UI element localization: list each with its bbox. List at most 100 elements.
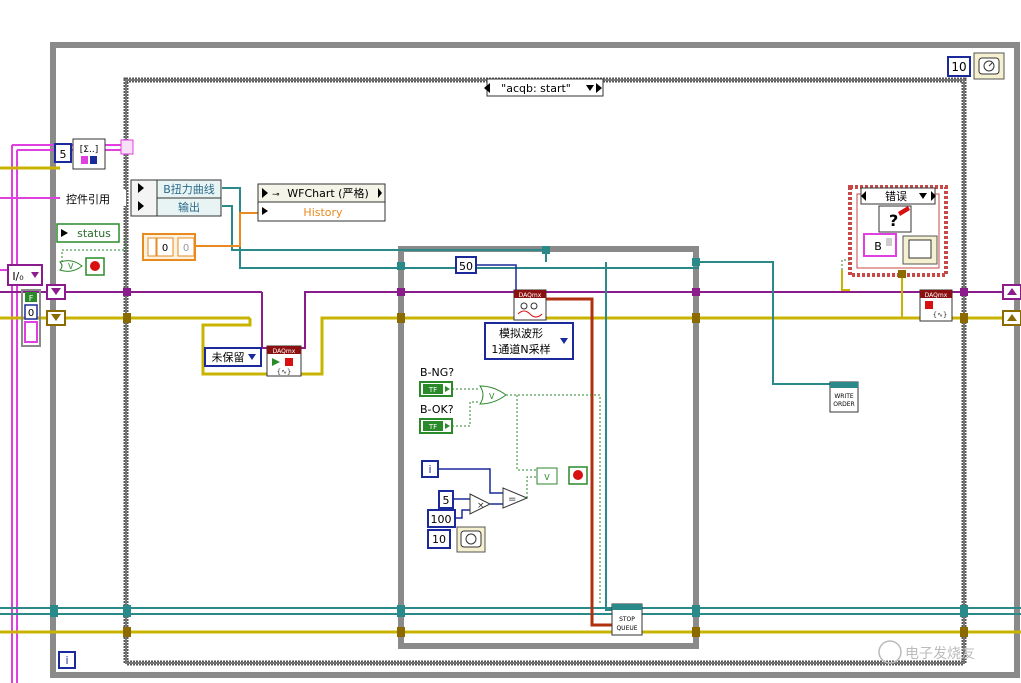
svg-text:History: History — [303, 206, 343, 219]
svg-text:B扭力曲线: B扭力曲线 — [163, 182, 215, 196]
svg-text:STOP: STOP — [619, 616, 635, 623]
retain-mode-selector[interactable]: 未保留 — [204, 347, 262, 367]
status-unbundle[interactable]: status — [56, 223, 120, 243]
queue-tunnels — [50, 246, 968, 617]
svg-text:TF: TF — [428, 423, 437, 431]
daq-data-wire — [545, 297, 612, 627]
wait-ms-icon — [973, 52, 1005, 80]
svg-text:控件引用: 控件引用 — [66, 192, 110, 206]
inner-stop-terminal[interactable] — [568, 466, 588, 485]
svg-text:模拟波形: 模拟波形 — [499, 326, 543, 340]
svg-text:0: 0 — [162, 243, 168, 254]
watermark: 电子发烧友 — [878, 640, 975, 664]
array-constant[interactable]: 0 0 — [142, 233, 196, 261]
svg-text:0: 0 — [183, 243, 189, 254]
shift-register-left[interactable] — [46, 284, 66, 326]
svg-text:WFChart (严格): WFChart (严格) — [287, 186, 369, 200]
svg-text:×: × — [477, 501, 485, 511]
svg-text:10: 10 — [951, 60, 966, 74]
svg-text:10: 10 — [432, 533, 446, 546]
error-tunnels — [123, 313, 968, 637]
chevron-down-icon[interactable] — [560, 338, 568, 344]
numeric-wires — [438, 264, 517, 519]
svg-text:i: i — [65, 654, 68, 667]
queue-wires — [0, 187, 1021, 615]
b-ng-terminal[interactable]: TF — [419, 381, 453, 397]
svg-text:QUEUE: QUEUE — [616, 625, 637, 632]
b-ok-terminal[interactable]: TF — [419, 418, 453, 434]
svg-text:TF: TF — [428, 386, 437, 394]
left-cluster-constant[interactable]: F 0 — [21, 289, 41, 347]
error-case-selector[interactable]: 错误 — [860, 187, 936, 205]
inner-wait-constant[interactable]: 10 — [427, 529, 451, 549]
svg-text:错误: 错误 — [885, 189, 907, 203]
daqmx-read-node[interactable]: DAQmx — [513, 289, 547, 321]
samples-constant[interactable]: 50 — [455, 256, 477, 274]
b-ok-label: B-OK? — [420, 403, 454, 416]
daqmx-start-node[interactable]: DAQmx {∿} — [266, 345, 302, 377]
write-order-node[interactable]: WRITE ORDER — [829, 381, 859, 413]
svg-text:DAQmx: DAQmx — [519, 292, 542, 299]
shift-register-right[interactable] — [1002, 284, 1021, 326]
inner-iteration-terminal: i — [421, 460, 439, 478]
svg-text:"acqb: start": "acqb: start" — [501, 82, 571, 95]
svg-text:1通道N采样: 1通道N采样 — [491, 342, 550, 356]
error-dialog-icon: ? — [878, 205, 912, 233]
svg-text:50: 50 — [459, 260, 473, 273]
outer-while-loop[interactable] — [50, 42, 1020, 678]
daqmx-clear-node[interactable]: DAQmx {∿} — [919, 289, 953, 322]
multiply-node: × — [469, 493, 492, 515]
selector-decrement-icon[interactable] — [484, 83, 490, 93]
chevron-down-icon[interactable] — [919, 193, 927, 199]
stop-terminal[interactable] — [85, 257, 105, 276]
svg-text:输出: 输出 — [178, 200, 200, 214]
compound-or-node: V — [536, 467, 558, 485]
count-constant[interactable]: 5 — [54, 143, 72, 163]
svg-text:5: 5 — [443, 494, 450, 507]
divisor-constant[interactable]: 100 — [427, 509, 456, 528]
inner-while-loop[interactable] — [398, 246, 699, 649]
svg-text:i: i — [428, 463, 431, 476]
svg-text:I/₀: I/₀ — [12, 270, 24, 283]
outer-wait-constant[interactable]: 10 — [947, 56, 971, 77]
svg-text:WRITE: WRITE — [834, 393, 854, 400]
chevron-down-icon[interactable] — [248, 354, 256, 360]
control-ref-node[interactable]: 控件引用 — [60, 190, 126, 206]
multiply-constant[interactable]: 5 — [438, 490, 454, 509]
svg-text:DAQmx: DAQmx — [925, 292, 948, 299]
chevron-down-icon[interactable] — [31, 272, 39, 278]
svg-text:F: F — [29, 294, 34, 303]
chevron-down-icon[interactable] — [586, 85, 594, 91]
case-selector[interactable]: "acqb: start" — [484, 78, 604, 97]
svg-text:=: = — [508, 494, 516, 505]
svg-text:?: ? — [889, 211, 898, 230]
property-node[interactable]: B扭力曲线 输出 — [130, 179, 222, 217]
svg-text:100: 100 — [431, 513, 452, 526]
wait-ms-icon — [456, 526, 486, 553]
or-node: V — [59, 260, 83, 272]
svg-text:status: status — [77, 227, 111, 240]
svg-text:B: B — [874, 240, 882, 253]
boolean-wires — [61, 235, 861, 605]
svg-text:ORDER: ORDER — [833, 401, 854, 408]
orange-wire — [195, 212, 262, 247]
svg-text:V: V — [68, 262, 74, 271]
obtain-queue-icon[interactable]: [Σ..] — [72, 138, 106, 170]
selector-increment-icon[interactable] — [596, 83, 602, 93]
b-ng-label: B-NG? — [420, 366, 454, 379]
svg-text:⊸: ⊸ — [272, 190, 280, 200]
format-selector[interactable]: I/₀ — [7, 264, 43, 286]
b-indicator[interactable]: B — [863, 233, 897, 257]
case-structure-frame[interactable] — [123, 77, 967, 666]
svg-text:0: 0 — [28, 308, 34, 319]
front-panel-icon — [902, 235, 938, 265]
svg-text:5: 5 — [60, 148, 67, 161]
outer-iteration-terminal: i — [58, 651, 76, 669]
invoke-node[interactable]: ⊸ WFChart (严格) History — [257, 183, 386, 222]
read-mode-selector[interactable]: 模拟波形 1通道N采样 — [484, 322, 574, 360]
stop-queue-node[interactable]: STOP QUEUE — [611, 603, 643, 636]
equal-node: = — [502, 487, 529, 509]
svg-text:DAQmx: DAQmx — [273, 348, 296, 355]
error-case-tunnel — [898, 270, 906, 278]
